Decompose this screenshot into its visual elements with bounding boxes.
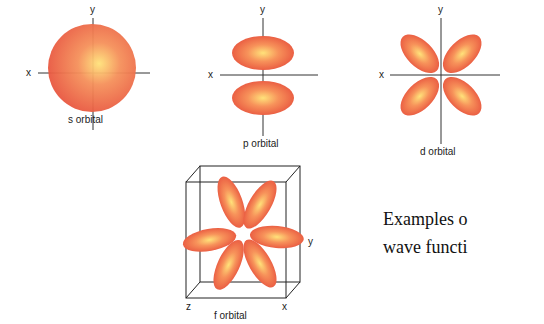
p-orbital: [220, 18, 318, 136]
axis-label: y: [260, 4, 265, 16]
axis-label: y: [308, 236, 313, 248]
s-orbital: [38, 18, 150, 130]
f-orbital: [181, 166, 305, 298]
orbital-name: d orbital: [420, 146, 456, 158]
orbital-name: s orbital: [68, 114, 103, 126]
d-orbital: [390, 18, 500, 144]
orbital-name: p orbital: [243, 138, 279, 150]
orbital-name: f orbital: [214, 310, 247, 322]
axis-label: x: [379, 69, 384, 81]
axis-label: y: [438, 4, 443, 16]
axis-label: x: [282, 301, 287, 313]
axis-label: x: [208, 69, 213, 81]
axis-label: z: [186, 301, 191, 313]
caption-text: wave functi: [383, 236, 467, 258]
caption-text: Examples o: [383, 208, 467, 230]
axis-label: y: [90, 4, 95, 16]
axis-label: x: [26, 67, 31, 79]
